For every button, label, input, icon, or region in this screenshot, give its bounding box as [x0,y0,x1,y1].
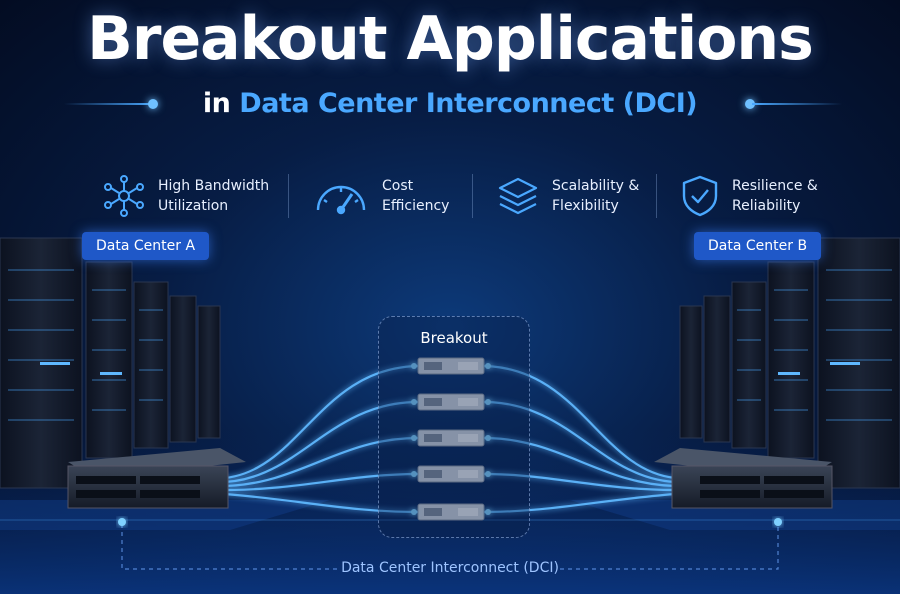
subtitle-line-right [752,103,842,105]
data-center-b-badge: Data Center B [694,232,822,260]
speedometer-icon [316,185,366,215]
page-title: Breakout Applications [87,4,814,74]
feature-cost-line2: Efficiency [382,198,450,214]
feature-bandwidth-line1: High Bandwidth [158,178,270,194]
feature-row: High Bandwidth Utilization Cost Efficien… [90,168,830,224]
transceiver-stack [411,357,491,521]
switch-left [67,448,246,509]
feature-cost-line1: Cost [382,178,414,194]
dci-label: Data Center Interconnect (DCI) [341,560,559,576]
subtitle-main: Data Center Interconnect (DCI) [239,88,698,119]
rack-group-right [679,237,900,489]
page-subtitle: in Data Center Interconnect (DCI) [0,84,900,124]
data-center-a-badge: Data Center A [82,232,210,260]
switch-right [654,448,833,509]
layers-icon [498,177,538,215]
feature-resilience-line1: Resilience & [732,178,818,194]
shield-check-icon [682,175,718,217]
feature-resilience-line2: Reliability [732,198,801,214]
breakout-label: Breakout [420,329,488,347]
feature-scalability-line1: Scalability & [552,178,640,194]
breakout-box: Breakout [378,316,530,538]
network-nodes-icon [104,175,144,217]
feature-scalability-line2: Flexibility [552,198,619,214]
subtitle-line-left [64,103,154,105]
feature-resilience: Resilience & Reliability [680,168,818,224]
rack-group-left [0,237,221,489]
feature-bandwidth: High Bandwidth Utilization [102,168,269,224]
feature-bandwidth-line2: Utilization [158,198,229,214]
feature-divider [288,174,289,218]
feature-cost: Cost Efficiency [312,168,449,224]
subtitle-prefix: in [202,88,231,119]
feature-scalability: Scalability & Flexibility [496,168,639,224]
feature-divider [472,174,473,218]
dci-bracket [121,524,779,570]
subtitle-row: in Data Center Interconnect (DCI) [0,84,900,124]
subtitle-dot-right [745,99,755,109]
subtitle-dot-left [148,99,158,109]
fiber-links [224,364,676,514]
feature-divider [656,174,657,218]
